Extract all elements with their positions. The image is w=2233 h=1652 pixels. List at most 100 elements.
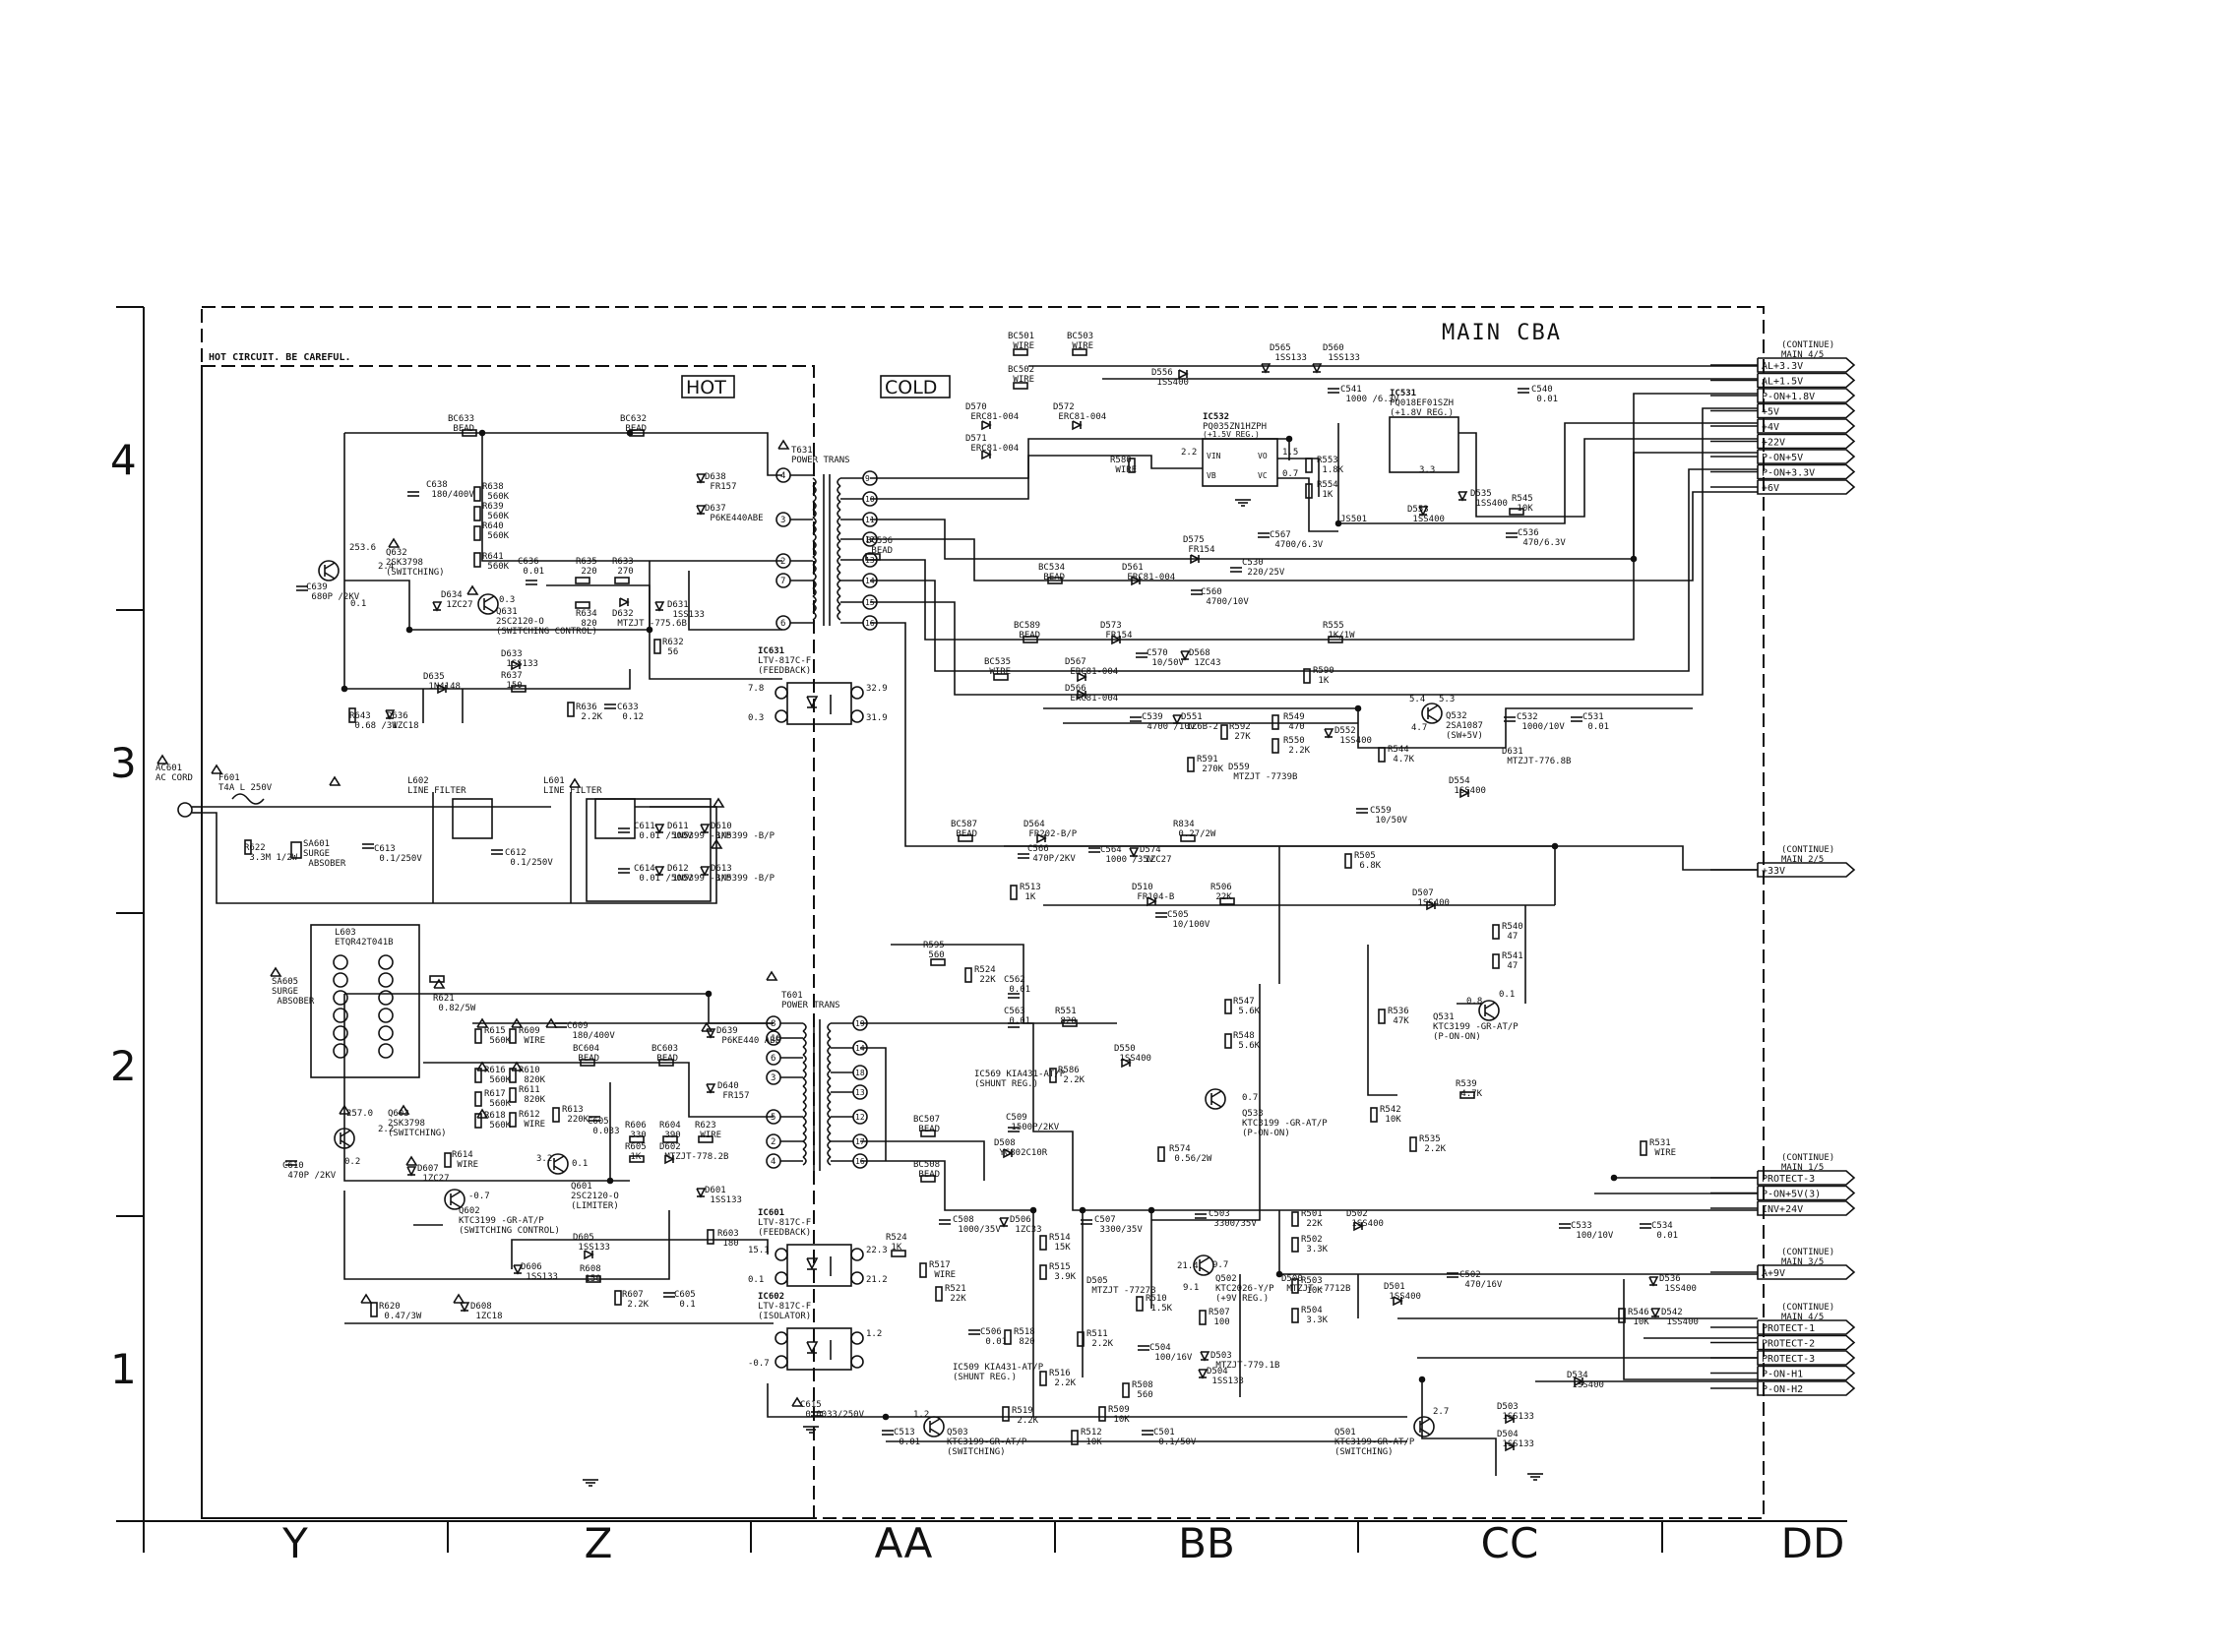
part-label: R511 2.2K <box>1086 1329 1114 1349</box>
transformer-secondary-coil <box>837 548 841 558</box>
continue-tag-line2: MAIN 2/5 <box>1781 855 1824 865</box>
transistor-body <box>1205 1088 1226 1110</box>
connector-pin <box>1757 402 1856 419</box>
connector-label: P-ON-H2 <box>1762 1384 1803 1395</box>
part-label: C532 1000/10V <box>1517 712 1565 732</box>
wire-path <box>1277 458 1320 497</box>
part-label: BC604 BEAD <box>573 1044 599 1064</box>
transistor-note: (P-ON-ON) <box>1242 1129 1290 1138</box>
transistor-ref: Q533 <box>1242 1109 1264 1119</box>
warning-triangle-icon <box>511 1017 524 1028</box>
transformer-secondary-coil <box>837 580 841 589</box>
part-label: R545 10K <box>1512 494 1533 514</box>
junction-dot <box>1148 1206 1155 1214</box>
resistor <box>1077 1331 1085 1347</box>
diode <box>1111 635 1122 645</box>
diode <box>1426 900 1437 911</box>
part-label: C564 1000 /35V <box>1100 845 1154 865</box>
part-label: C615 0.0033/250V <box>800 1400 865 1420</box>
line-filter-ref: L601 <box>543 776 565 786</box>
warning-triangle-icon <box>791 1396 804 1407</box>
connector-pin <box>1757 1380 1856 1396</box>
warning-triangle-icon <box>211 764 223 774</box>
part-label: D551 1Z6B-2 <box>1181 712 1218 732</box>
part-label: D571 ERC81-004 <box>965 434 1019 454</box>
diode <box>981 450 992 460</box>
resistor <box>1157 1146 1165 1162</box>
resistor <box>473 506 481 521</box>
transistor-part: KTC2026-Y/P <box>1215 1284 1274 1294</box>
connector-pin <box>1757 1200 1856 1216</box>
resistor <box>1072 348 1087 356</box>
part-label: R517 WIRE <box>929 1260 956 1280</box>
connector-pin <box>1757 463 1856 480</box>
part-label: R615 560K <box>484 1026 512 1046</box>
connector-pin <box>1757 1185 1856 1201</box>
opto-pin <box>775 1331 788 1345</box>
connector-pin <box>1757 479 1856 495</box>
ic-pin-name: VIN <box>1207 452 1221 460</box>
part-label: D510 FR104-B <box>1132 883 1174 902</box>
transformer-primary-coil <box>802 1148 807 1158</box>
warning-triangle-icon <box>713 797 725 808</box>
part-label: D504 1SS133 <box>1497 1430 1534 1449</box>
l603-pin <box>378 954 394 970</box>
diode <box>513 1264 524 1275</box>
transistor-ref: Q501 <box>1334 1428 1356 1438</box>
connector-label: P-ON+5V(3) <box>1762 1190 1821 1200</box>
opto-pin <box>850 1248 864 1261</box>
part-label: BC507 BEAD <box>913 1115 940 1134</box>
connector-label: PROTECT-3 <box>1762 1174 1815 1185</box>
part-label: R516 2.2K <box>1049 1369 1077 1388</box>
opto-note: (FEEDBACK) <box>758 666 811 676</box>
transistor-ref: Q503 <box>947 1428 968 1438</box>
pin-number: 5 <box>771 1113 775 1123</box>
transistor-body <box>1413 1416 1435 1438</box>
part-label: C503 3300/35V <box>1209 1209 1257 1229</box>
voltage-reading: 31.9 <box>866 713 888 723</box>
wire-path <box>343 1191 670 1280</box>
part-label: R834 0.27/2W <box>1173 820 1216 839</box>
transistor-collector <box>1427 704 1439 712</box>
continue-tag-line2: MAIN 4/5 <box>1781 1313 1824 1322</box>
part-label: D639 P6KE440 ABE <box>716 1026 780 1046</box>
wire-path <box>344 993 774 1024</box>
transformer-primary-coil <box>812 548 817 558</box>
opto-pin <box>850 1331 864 1345</box>
connector-label: +5V <box>1762 407 1779 418</box>
opto-pin <box>775 686 788 700</box>
transistor-collector <box>324 562 336 570</box>
transistor-collector <box>1199 1256 1210 1264</box>
part-label: R618 560K <box>484 1111 512 1131</box>
resistor <box>474 1113 482 1129</box>
part-label: D503 1SS133 <box>1497 1402 1534 1422</box>
resistor <box>474 1028 482 1044</box>
resistor <box>1305 483 1313 499</box>
pin-number: 2 <box>771 1137 775 1147</box>
junction-dot <box>478 429 486 437</box>
diode <box>1180 650 1191 661</box>
transistor-note: (LIMITER) <box>571 1201 619 1211</box>
transformer-secondary-coil <box>827 1038 832 1048</box>
part-label: D502 1SS400 <box>1346 1209 1384 1229</box>
warning-triangle-icon <box>339 1104 351 1115</box>
resistor <box>865 553 881 561</box>
transistor-ref: Q601 <box>571 1182 592 1192</box>
fuse-rating: T4A L 250V <box>218 783 273 793</box>
transistor-note: (SWITCHING) <box>947 1447 1006 1457</box>
diode <box>584 1250 594 1260</box>
part-label: C560 4700/10V <box>1201 587 1249 607</box>
transistor-collector <box>1419 1418 1431 1426</box>
warning-triangle-icon <box>156 754 169 765</box>
wire-path <box>1277 477 1338 532</box>
transformer-pin <box>775 573 791 588</box>
junction-dot <box>1079 1206 1086 1214</box>
diode <box>1648 1276 1659 1287</box>
shunt-reg-ic: IC509 KIA431-AT/P <box>953 1363 1044 1373</box>
opto-led <box>806 696 819 708</box>
part-label: C633 0.12 <box>617 703 644 722</box>
part-label: R633 270 <box>612 557 634 577</box>
resistor <box>1004 1329 1012 1345</box>
connector-pin <box>1757 1334 1856 1351</box>
